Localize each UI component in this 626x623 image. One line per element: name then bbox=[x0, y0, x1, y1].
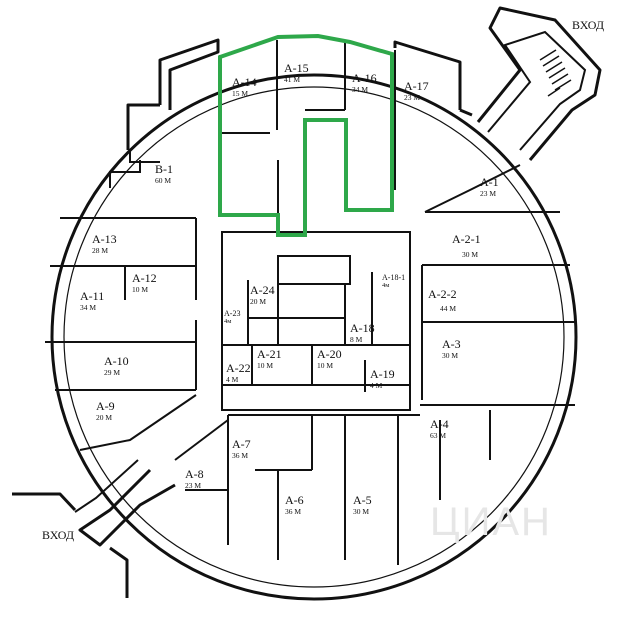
unit-code: A-11 bbox=[80, 289, 105, 303]
top-bump-left bbox=[158, 38, 220, 110]
outer-wall bbox=[50, 73, 578, 601]
unit-area: 34 M bbox=[80, 303, 97, 312]
unit-code: A-21 bbox=[257, 347, 282, 361]
side-bump-right bbox=[459, 108, 473, 117]
unit-area: 4м bbox=[382, 282, 390, 289]
watermark: ЦИАН bbox=[430, 500, 552, 544]
unit-code: A-2-1 bbox=[452, 232, 481, 246]
entrance-corridor-sw-inner bbox=[74, 459, 139, 513]
unit-code: A-17 bbox=[404, 79, 429, 93]
unit-area: 20 M bbox=[250, 297, 267, 306]
unit-area: 23 M bbox=[480, 189, 497, 198]
side-bump-left bbox=[126, 103, 160, 150]
unit-area: 36 M bbox=[285, 507, 302, 516]
unit-area: 63 M bbox=[430, 431, 447, 440]
entrance-top-label: ВХОД bbox=[572, 18, 605, 32]
unit-code: A-19 bbox=[370, 367, 395, 381]
unit-code: A-24 bbox=[250, 283, 275, 297]
unit-a-2-2[interactable]: A-2-2 44 M bbox=[428, 288, 457, 313]
unit-area: 30 M bbox=[462, 250, 479, 259]
unit-code: A-13 bbox=[92, 232, 117, 246]
unit-area: 60 M bbox=[155, 176, 172, 185]
unit-area: 23 M bbox=[404, 93, 421, 102]
unit-code: A-16 bbox=[352, 71, 377, 85]
entrance-corridor-ne bbox=[476, 6, 602, 161]
unit-area: 4 M bbox=[226, 375, 239, 384]
unit-area: 4м bbox=[224, 318, 232, 325]
unit-code: A-6 bbox=[285, 493, 304, 507]
entrance-corridor-ne-inner bbox=[487, 30, 587, 151]
unit-area: 15 M bbox=[232, 89, 249, 98]
unit-code: A-20 bbox=[317, 347, 342, 361]
unit-code: A-14 bbox=[232, 75, 257, 89]
unit-area: 36 M bbox=[232, 451, 249, 460]
entrance-door-sw bbox=[12, 492, 129, 598]
unit-code: A-18 bbox=[350, 321, 375, 335]
unit-code: A-1 bbox=[480, 175, 499, 189]
highlighted-units-outline bbox=[218, 33, 394, 237]
entrance-bottom-label: ВХОД bbox=[42, 528, 75, 542]
partitions bbox=[45, 40, 575, 565]
unit-area: 10 M bbox=[132, 285, 149, 294]
unit-area: 23 M bbox=[185, 481, 202, 490]
unit-code: A-23 bbox=[224, 309, 241, 318]
unit-code: A-4 bbox=[430, 417, 449, 431]
unit-area: 28 M bbox=[92, 246, 109, 255]
unit-code: A-18-1 bbox=[382, 273, 406, 282]
unit-area: 20 M bbox=[96, 413, 113, 422]
unit-code: B-1 bbox=[155, 162, 173, 176]
stair-icon bbox=[539, 49, 572, 97]
unit-area: 10 M bbox=[257, 361, 274, 370]
unit-code: A-15 bbox=[284, 61, 309, 75]
unit-code: A-9 bbox=[96, 399, 115, 413]
unit-area: 34 M bbox=[352, 85, 369, 94]
unit-code: A-22 bbox=[226, 361, 251, 375]
unit-code: A-5 bbox=[353, 493, 372, 507]
unit-area: 29 M bbox=[104, 368, 121, 377]
unit-code: A-12 bbox=[132, 271, 157, 285]
unit-area: 41 M bbox=[284, 75, 301, 84]
top-bump-right bbox=[393, 40, 462, 110]
unit-code: A-3 bbox=[442, 337, 461, 351]
unit-area: 10 M bbox=[317, 361, 334, 370]
unit-code: A-10 bbox=[104, 354, 129, 368]
unit-code: A-7 bbox=[232, 437, 251, 451]
unit-area: 30 M bbox=[353, 507, 370, 516]
unit-code: A-2-2 bbox=[428, 287, 457, 301]
unit-code: A-8 bbox=[185, 467, 204, 481]
entrance-corridor-sw bbox=[78, 468, 176, 547]
inner-wall bbox=[63, 86, 565, 588]
unit-a-2-1[interactable]: A-2-1 30 M bbox=[452, 233, 481, 259]
unit-area: 44 M bbox=[440, 304, 457, 313]
unit-area: 30 M bbox=[442, 351, 459, 360]
unit-area: 8 M bbox=[350, 335, 363, 344]
unit-area: 4 M bbox=[370, 381, 383, 390]
